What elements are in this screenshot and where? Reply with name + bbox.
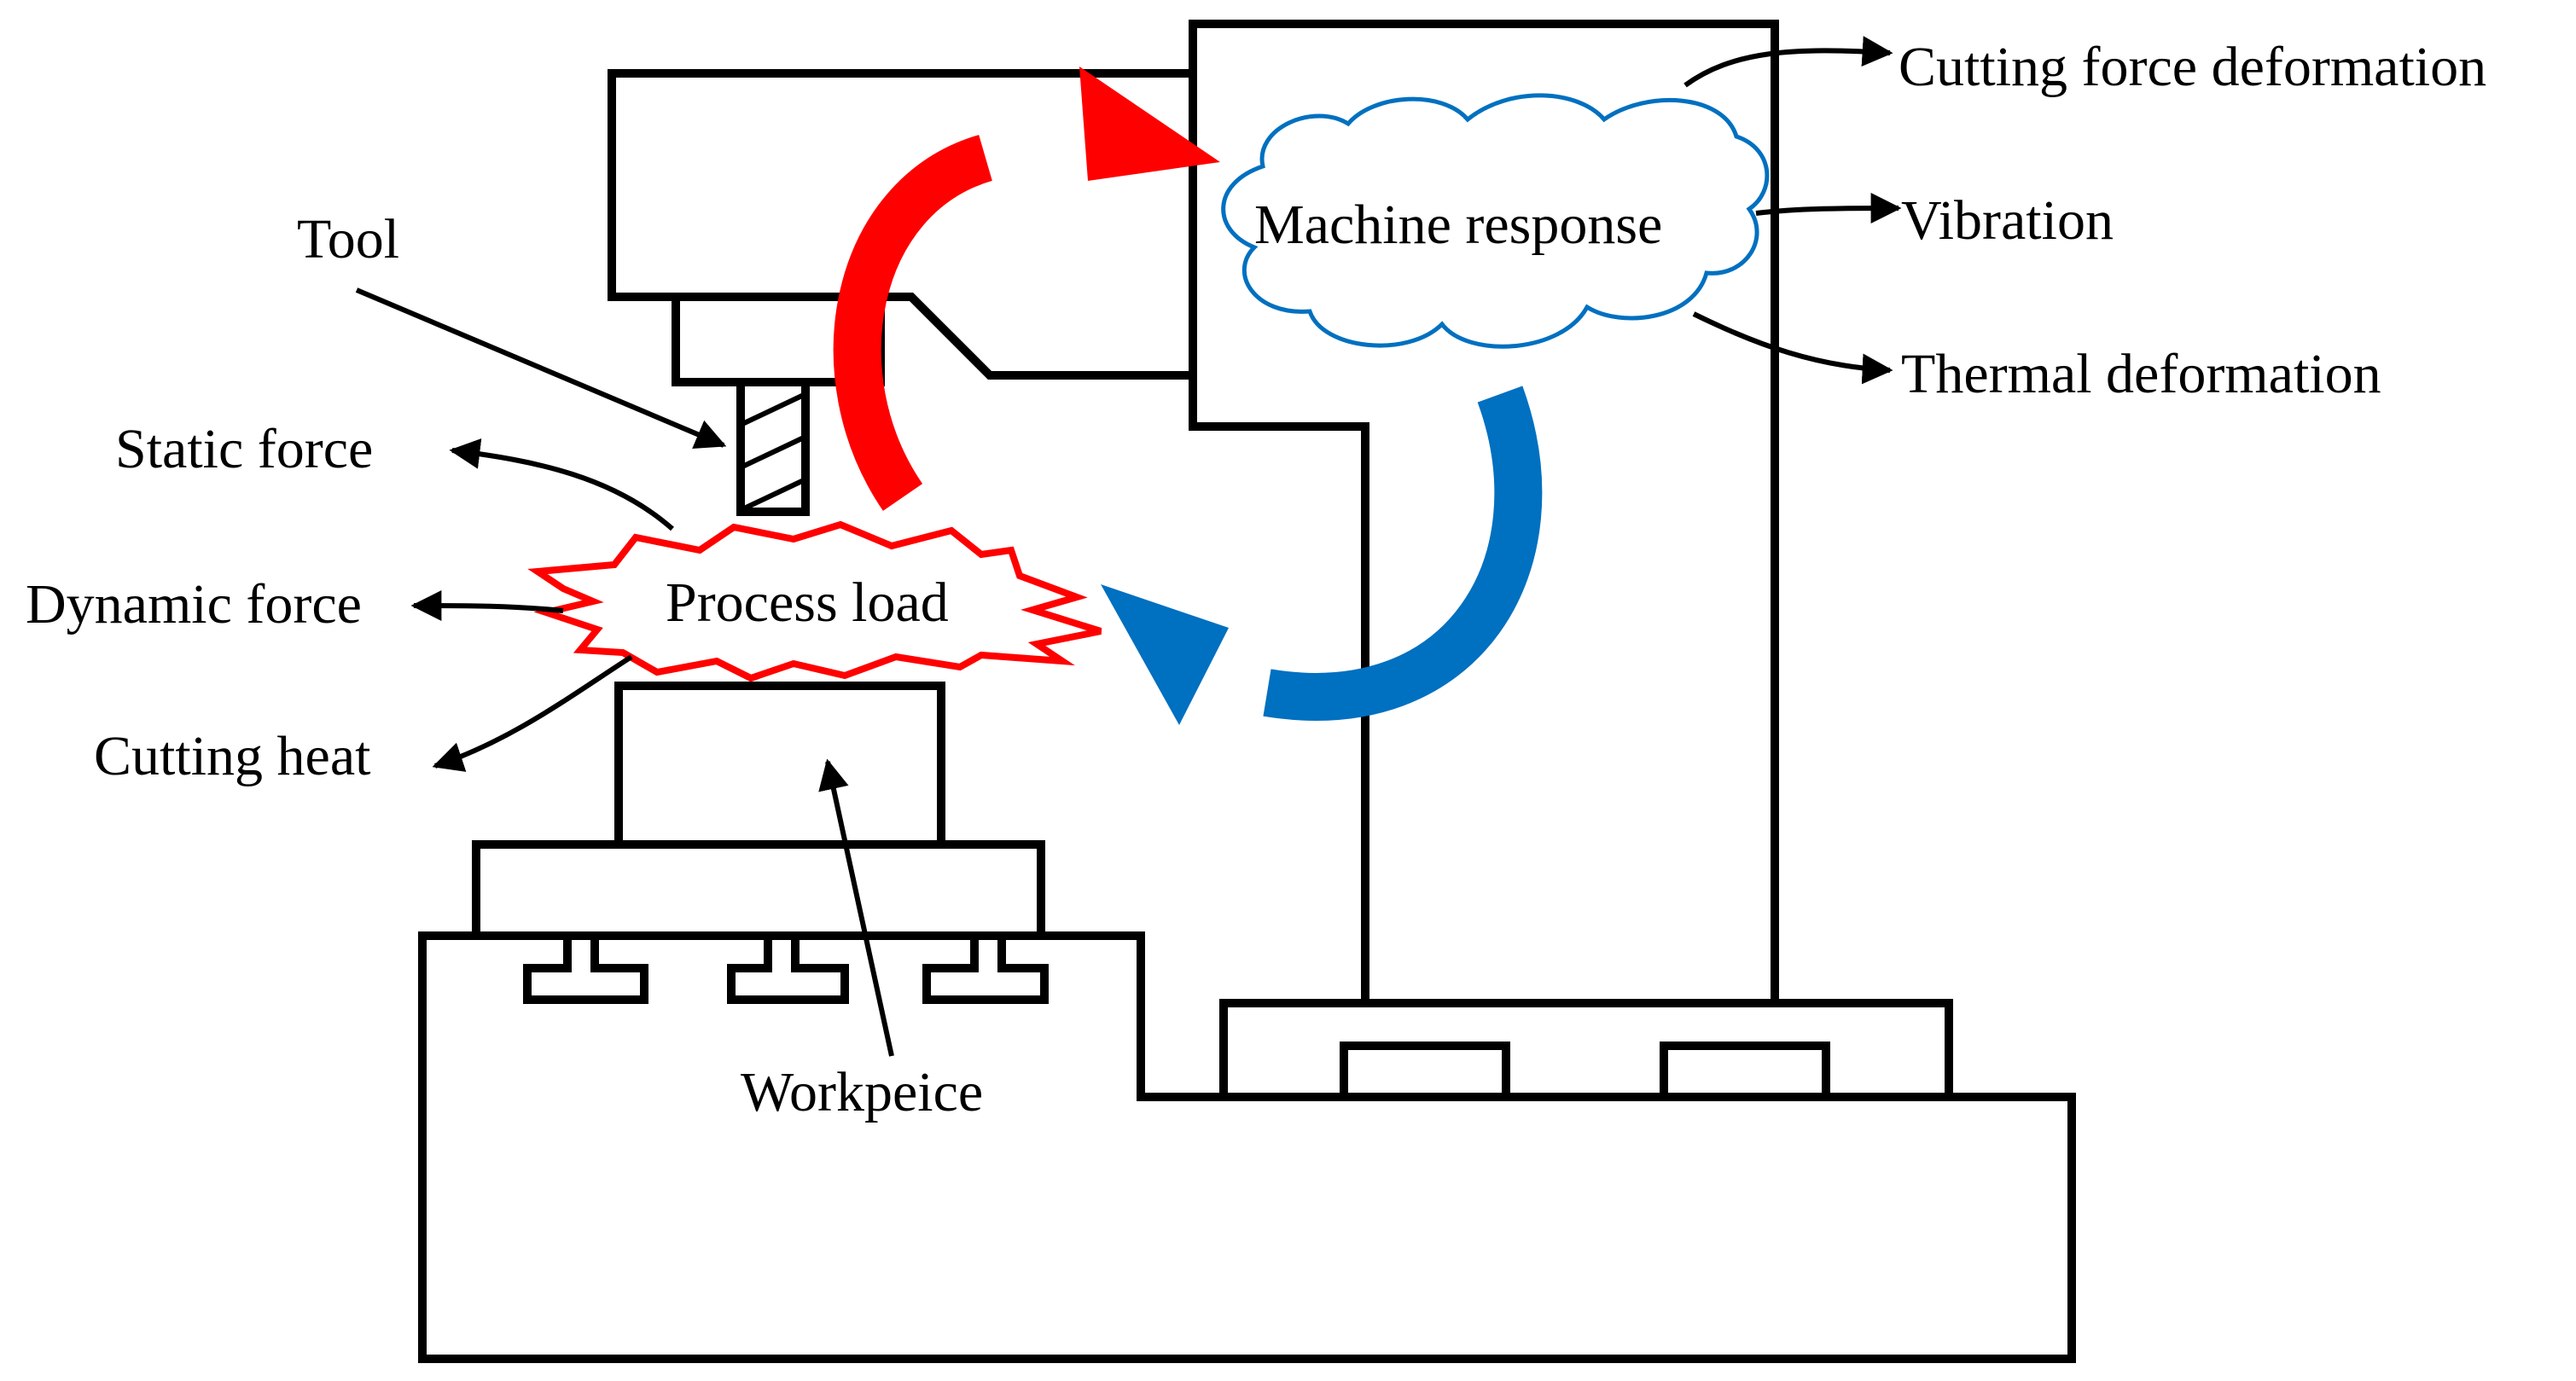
machine-response-label: Machine response: [1254, 194, 1662, 256]
workpiece: [614, 682, 945, 849]
column-foot-left: [1340, 1042, 1510, 1101]
vibration-label: Vibration: [1901, 189, 2114, 252]
dynamic-force-arrow: [410, 590, 564, 622]
column-foot-right: [1660, 1042, 1830, 1101]
t-slot-clamp-right: [922, 931, 1049, 1004]
cutting-heat-label: Cutting heat: [94, 725, 370, 787]
thermal-deformation-arrow: [1692, 311, 1893, 385]
worktable: [472, 840, 1045, 940]
static-force-label: Static force: [115, 418, 373, 480]
tool-label: Tool: [297, 208, 399, 270]
static-force-arrow: [449, 438, 674, 531]
tool-callout-arrow: [355, 287, 727, 449]
t-slot-clamp-left: [523, 931, 648, 1004]
workpiece-callout-arrow: [818, 758, 894, 1057]
t-slot-clamp-center: [727, 931, 849, 1004]
cutting-force-deformation-label: Cutting force deformation: [1899, 36, 2486, 98]
cutting-heat-arrow: [432, 654, 633, 772]
response-to-load-arrow: [1101, 386, 1543, 725]
vibration-arrow: [1755, 193, 1902, 224]
column-base-plate: [1219, 999, 1953, 1101]
thermal-deformation-label: Thermal deformation: [1901, 343, 2381, 405]
workpiece-label: Workpeice: [741, 1061, 983, 1123]
machine-response-cloud: [1221, 93, 1770, 349]
cutting-force-deformation-arrow: [1683, 36, 1893, 88]
load-to-response-arrow: [833, 67, 1220, 511]
machine-base: [418, 931, 2076, 1363]
tool-icon: [736, 378, 810, 516]
dynamic-force-label: Dynamic force: [26, 573, 362, 635]
process-load-burst: [527, 520, 1102, 682]
process-load-label: Process load: [666, 572, 949, 634]
